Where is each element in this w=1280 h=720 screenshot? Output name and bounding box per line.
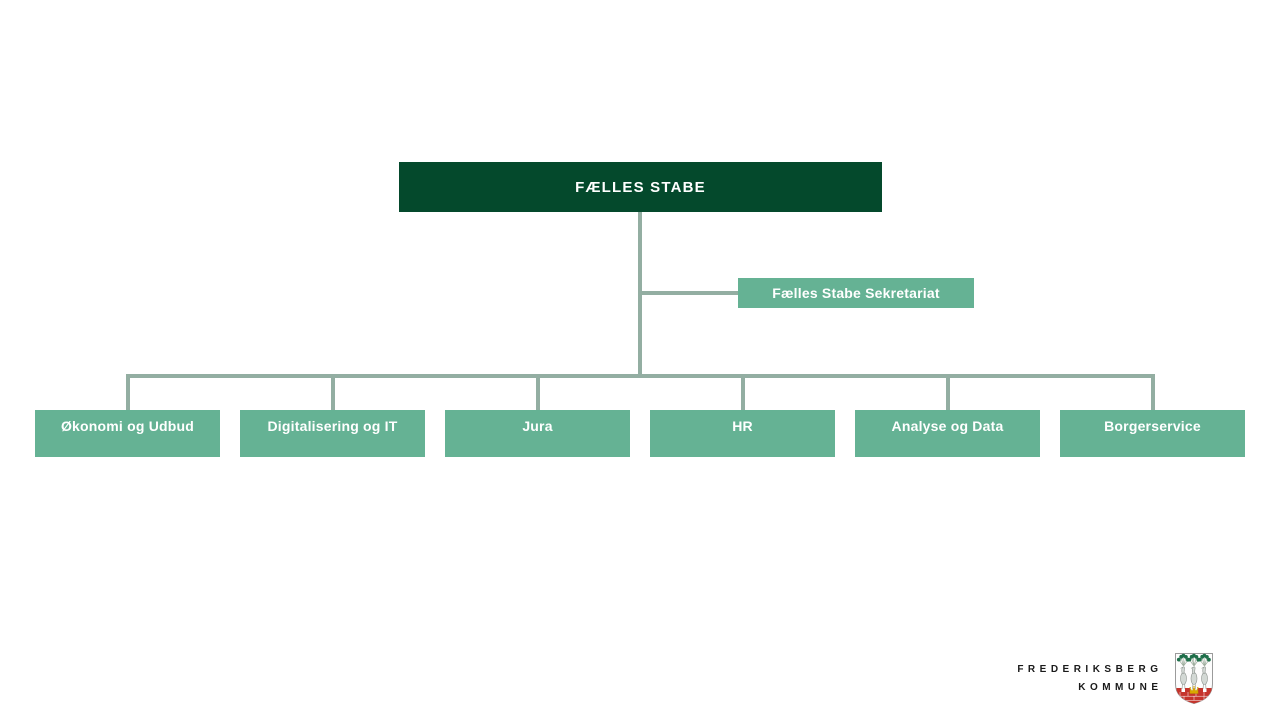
org-box-root: FÆLLES STABE <box>399 162 882 212</box>
connector-stub-dept-1 <box>126 374 130 410</box>
org-box-dept-label: HR <box>732 418 753 434</box>
connector-stub-dept-5 <box>946 374 950 410</box>
logo-text: FREDERIKSBERG KOMMUNE <box>1017 664 1158 693</box>
org-box-dept-label: Jura <box>522 418 553 434</box>
org-box-dept-label: Økonomi og Udbud <box>60 418 195 434</box>
logo-municipality-name: FREDERIKSBERG <box>1017 664 1163 675</box>
org-box-dept-label: Borgerservice <box>1104 418 1201 434</box>
connector-stub-dept-6 <box>1151 374 1155 410</box>
org-box-dept-digitalisering-og-it: Digitalisering og IT <box>240 410 425 457</box>
connector-stub-dept-2 <box>331 374 335 410</box>
org-box-secretariat: Fælles Stabe Sekretariat <box>738 278 974 308</box>
connector-root-vertical <box>638 212 642 378</box>
frederiksberg-coat-of-arms-icon <box>1175 653 1213 705</box>
org-box-dept-label: Analyse og Data <box>891 418 1004 434</box>
frederiksberg-kommune-logo: FREDERIKSBERG KOMMUNE <box>1017 652 1214 705</box>
org-box-secretariat-label: Fælles Stabe Sekretariat <box>772 285 940 301</box>
logo-kommune-label: KOMMUNE <box>1078 682 1163 693</box>
connector-secretariat-branch <box>640 291 738 295</box>
connector-stub-dept-4 <box>741 374 745 410</box>
org-box-root-label: FÆLLES STABE <box>575 178 706 196</box>
org-box-dept-borgerservice: Borgerservice <box>1060 410 1245 457</box>
connector-departments-horizontal <box>126 374 1155 378</box>
org-box-dept-hr: HR <box>650 410 835 457</box>
org-box-dept-okonomi-og-udbud: Økonomi og Udbud <box>35 410 220 457</box>
org-box-dept-label: Digitalisering og IT <box>267 418 398 434</box>
org-box-dept-jura: Jura <box>445 410 630 457</box>
connector-stub-dept-3 <box>536 374 540 410</box>
org-box-dept-analyse-og-data: Analyse og Data <box>855 410 1040 457</box>
